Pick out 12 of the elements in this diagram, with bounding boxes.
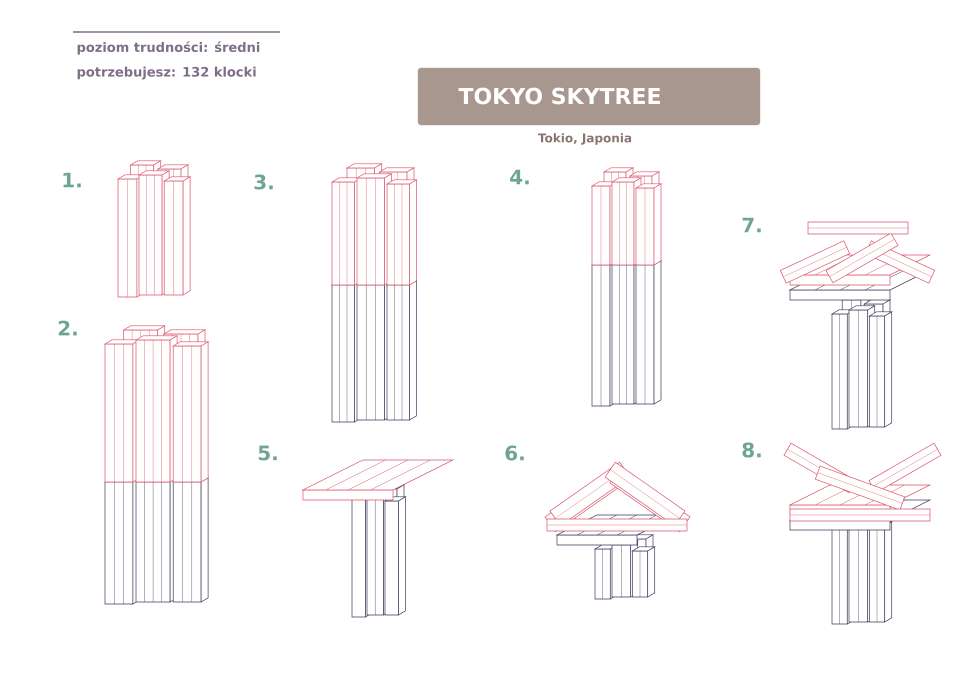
subtitle: Tokio, Japonia <box>538 133 632 145</box>
title-banner: TOKYO SKYTREE <box>418 68 760 126</box>
step-number: 1. <box>64 172 81 188</box>
step-number: 3. <box>254 174 273 190</box>
step-number: 4. <box>510 170 529 184</box>
step-number: 7. <box>742 218 761 232</box>
step-number: 8. <box>742 442 761 458</box>
step-number: 6. <box>505 445 524 461</box>
info-text: potrzebujesz: 132 klocki <box>78 66 256 80</box>
step-number: 5. <box>258 446 277 460</box>
step-number: 2. <box>58 320 77 336</box>
info-text: poziom trudności: średni <box>78 41 260 55</box>
